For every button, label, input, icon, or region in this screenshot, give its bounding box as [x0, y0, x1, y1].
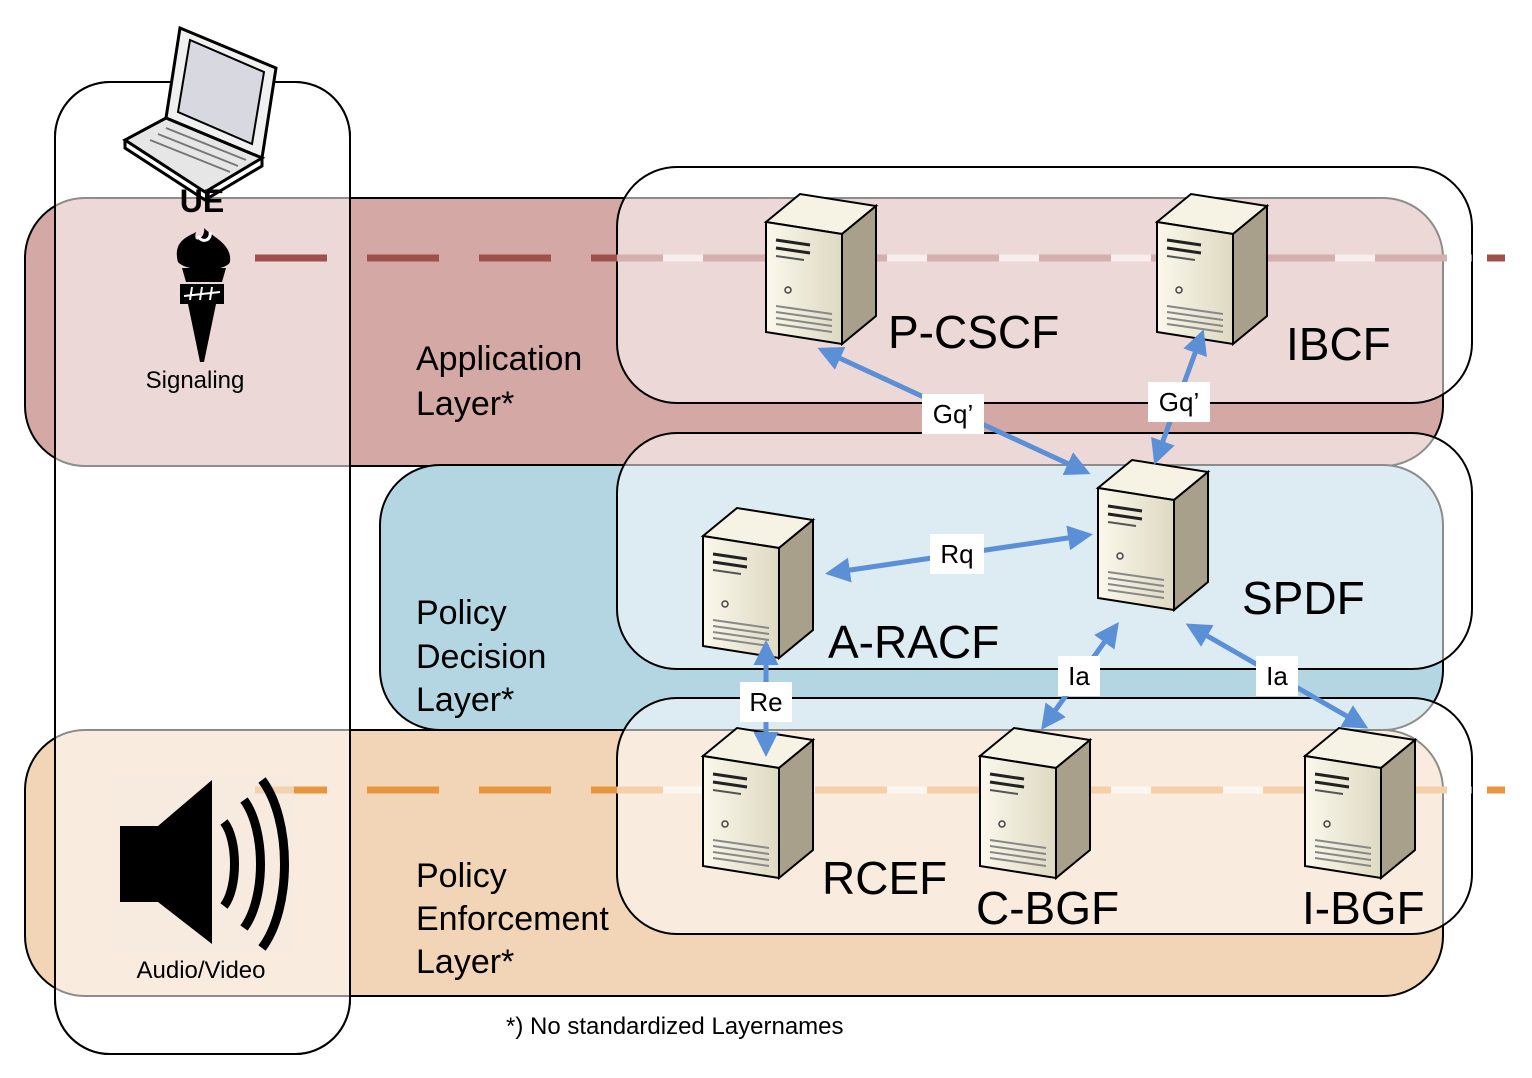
aracf-server-icon [701, 506, 815, 660]
ia-cbgf-label-bg [1058, 656, 1100, 696]
re-label: Re [749, 687, 782, 717]
ibcf-label: IBCF [1286, 318, 1391, 370]
rcef-label: RCEF [822, 852, 947, 904]
decision-layer-label: Policy Decision Layer* [416, 594, 556, 719]
decision-layer-line-1: Policy [416, 594, 507, 632]
cbgf-server-icon [978, 726, 1092, 880]
pcscf-label: P-CSCF [888, 306, 1059, 358]
decision-layer-line-3: Layer* [416, 681, 514, 719]
torch-icon [176, 228, 231, 362]
ia-ibgf-label: Ia [1266, 661, 1288, 691]
signaling-label: Signaling [146, 367, 245, 394]
aracf-label: A-RACF [828, 616, 999, 668]
rq-label-bg [930, 534, 984, 574]
ibgf-label: I-BGF [1302, 882, 1425, 934]
ibgf-server-icon [1303, 726, 1417, 880]
gq-ibcf-label: Gq’ [1159, 387, 1199, 417]
rcef-server-icon [701, 726, 815, 880]
laptop-icon [122, 25, 278, 202]
gq-pcscf-label: Gq’ [933, 399, 973, 429]
decision-layer-line-2: Decision [416, 638, 546, 676]
rq-label: Rq [940, 539, 973, 569]
pcscf-server-icon [764, 192, 878, 346]
application-layer-label: Application Layer* [416, 340, 592, 423]
gq-pcscf-label-bg [922, 394, 984, 434]
application-layer-line-2: Layer* [416, 385, 514, 423]
footnote: *) No standardized Layernames [506, 1013, 844, 1040]
application-layer-line-1: Application [416, 340, 582, 378]
ue-title: UE [180, 183, 224, 219]
ibcf-server-icon [1155, 192, 1269, 346]
enforcement-layer-label: Policy Enforcement Layer* [416, 857, 618, 981]
enforcement-layer-line-1: Policy [416, 857, 507, 895]
speaker-icon [112, 776, 294, 952]
ia-ibgf-label-bg [1256, 656, 1298, 696]
enforcement-layer-line-3: Layer* [416, 943, 514, 981]
cbgf-label: C-BGF [976, 882, 1119, 934]
enforcement-layer-line-2: Enforcement [416, 900, 609, 938]
re-label-bg [740, 682, 792, 722]
spdf-server-icon [1096, 458, 1210, 612]
media-label: Audio/Video [137, 957, 266, 984]
spdf-label: SPDF [1242, 572, 1365, 624]
ia-cbgf-label: Ia [1068, 661, 1090, 691]
gq-ibcf-label-bg [1148, 382, 1210, 422]
